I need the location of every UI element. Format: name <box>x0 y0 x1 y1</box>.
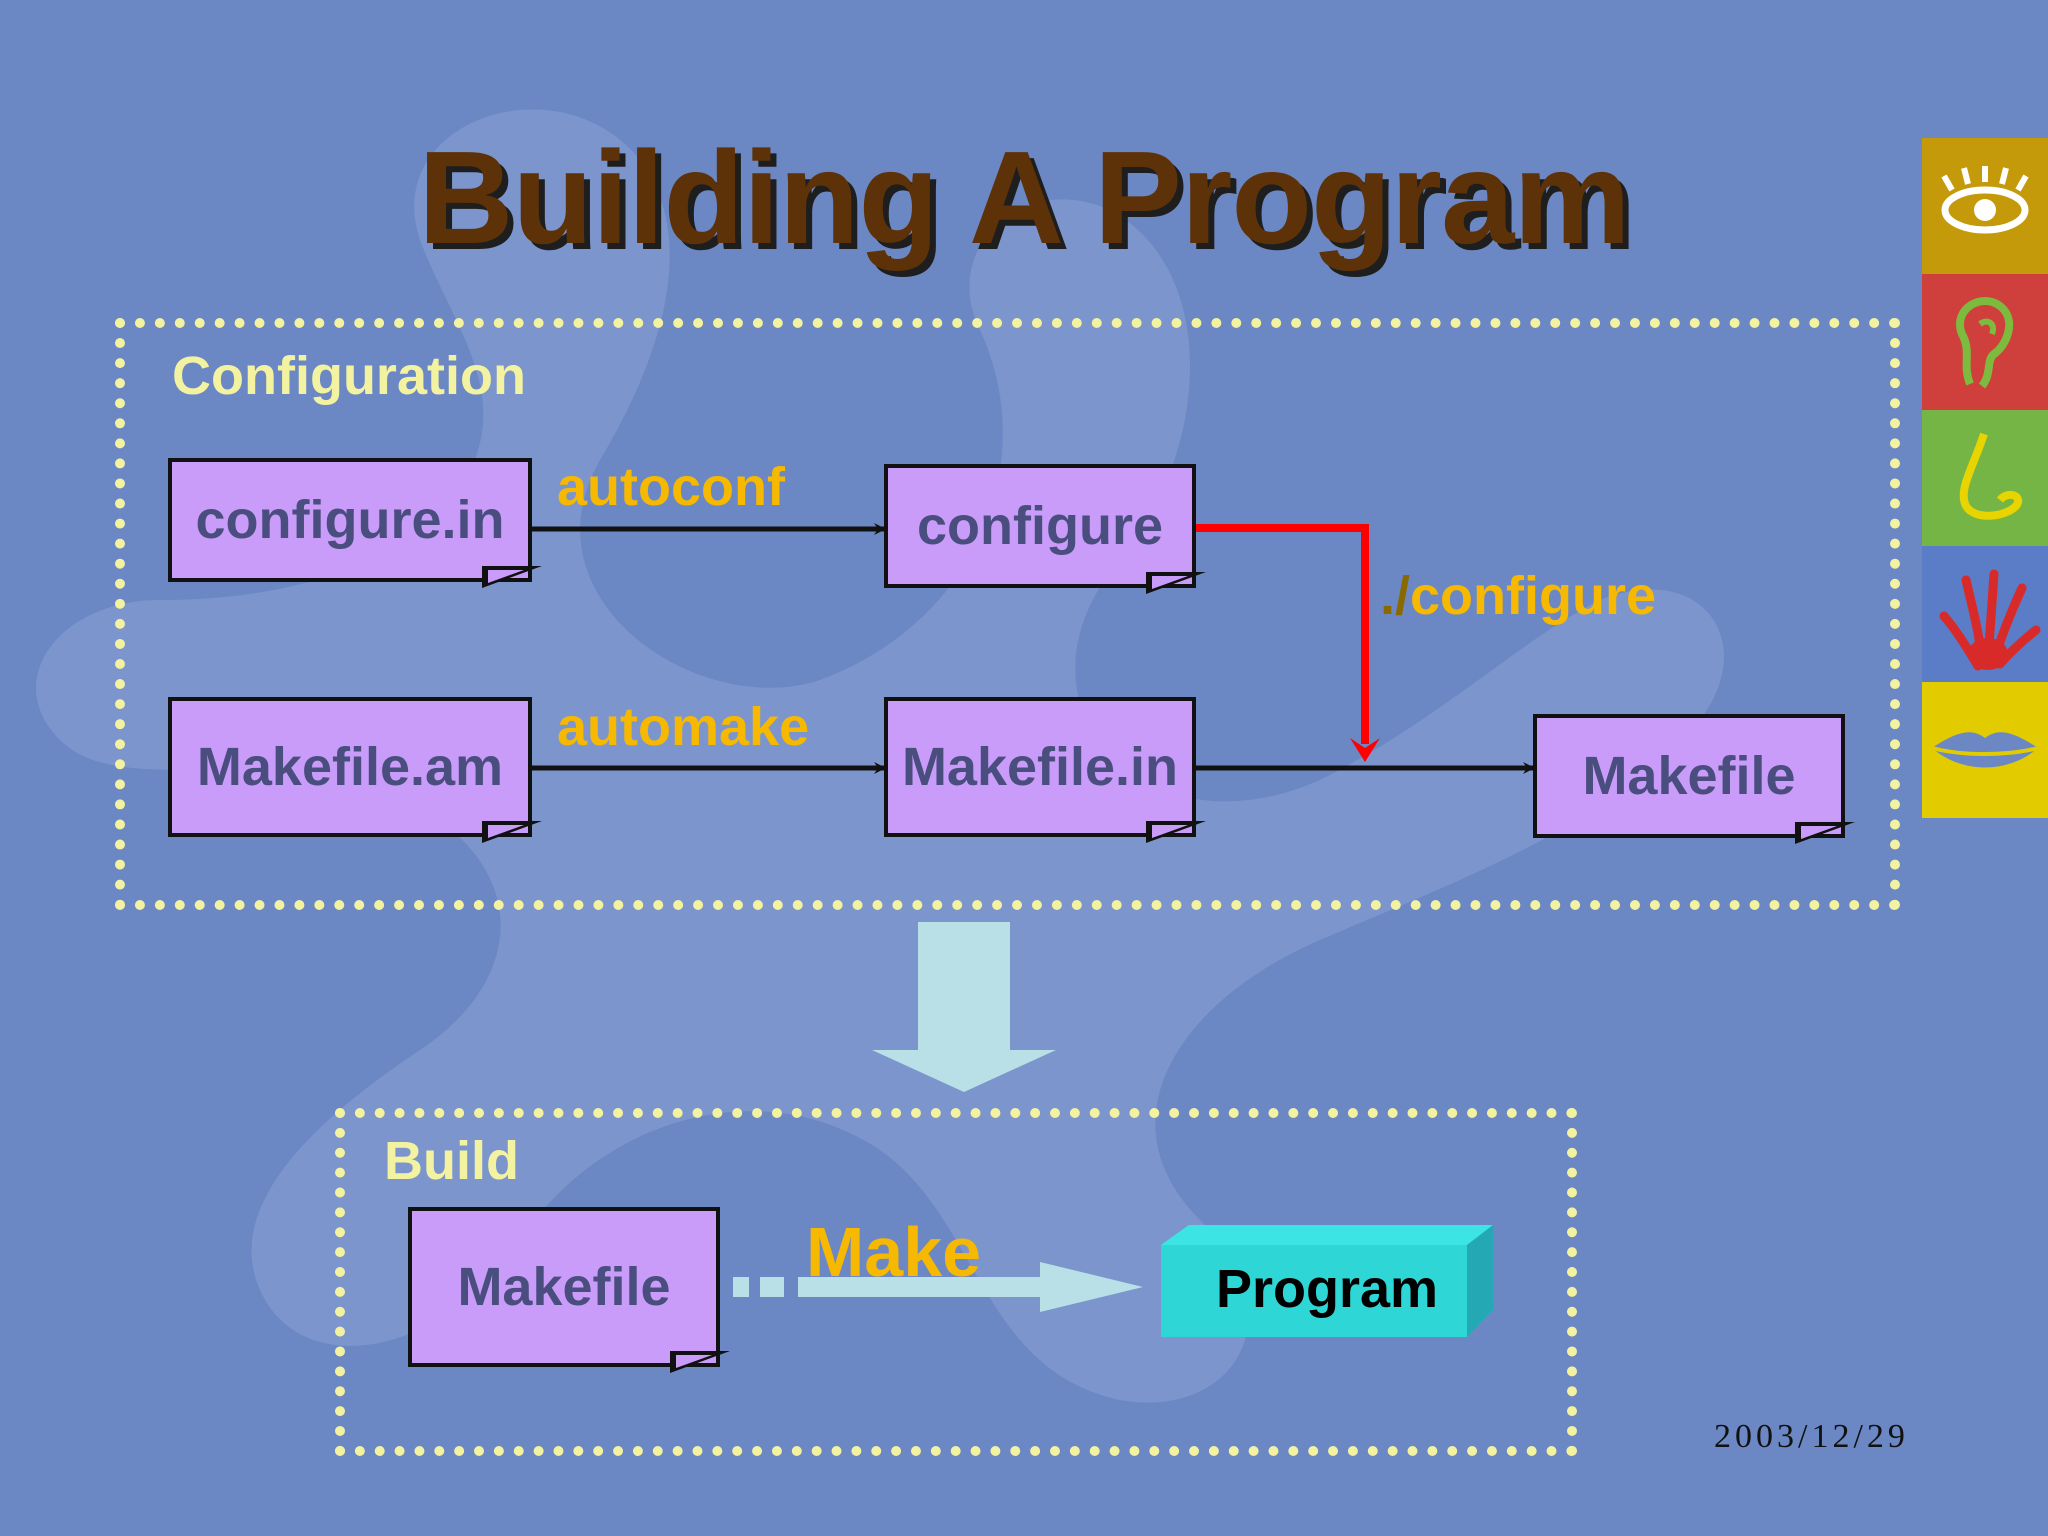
tool-run-configure: ./configure <box>1380 565 1656 627</box>
page-fold-icon <box>1146 821 1206 843</box>
senses-strip <box>1922 138 2048 824</box>
page-fold-icon <box>670 1351 730 1373</box>
build-file-makefile: Makefile <box>408 1207 730 1373</box>
page-fold-icon <box>482 566 542 588</box>
page-fold-icon <box>1795 822 1855 844</box>
tool-autoconf: autoconf <box>557 457 785 517</box>
down-flow-arrow <box>872 922 1056 1092</box>
nose-icon <box>1922 410 2048 546</box>
mouth-icon <box>1922 682 2048 818</box>
file-configure-in: configure.in <box>168 458 542 588</box>
page-title: Building A Program <box>418 124 1631 271</box>
tool-make: Make <box>806 1213 982 1291</box>
file-makefile: Makefile <box>1533 714 1855 844</box>
hand-icon <box>1922 546 2048 682</box>
file-makefile-in: Makefile.in <box>884 697 1206 843</box>
slide-date: 2003/12/29 <box>1714 1418 1909 1455</box>
build-label: Build <box>384 1131 519 1191</box>
make-arrow-dot-2 <box>760 1277 784 1297</box>
make-arrow <box>798 1262 1143 1312</box>
page-fold-icon <box>1146 572 1206 594</box>
run-prefix: ./ <box>1380 566 1411 626</box>
file-configure: configure <box>884 464 1206 594</box>
configure-run-arrowhead <box>1350 738 1380 762</box>
configuration-region <box>115 318 1900 910</box>
run-name: configure <box>1410 566 1657 626</box>
tool-automake: automake <box>557 697 810 757</box>
configure-run-arrow <box>1196 524 1369 744</box>
file-makefile-am: Makefile.am <box>168 697 542 843</box>
eye-icon <box>1922 138 2048 274</box>
page-fold-icon <box>482 821 542 843</box>
program-label: Program <box>1215 1259 1439 1319</box>
program-box <box>1161 1225 1493 1337</box>
make-arrow-dot-1 <box>733 1277 749 1297</box>
configuration-label: Configuration <box>172 346 526 406</box>
build-region <box>335 1108 1577 1456</box>
ear-icon <box>1922 274 2048 410</box>
